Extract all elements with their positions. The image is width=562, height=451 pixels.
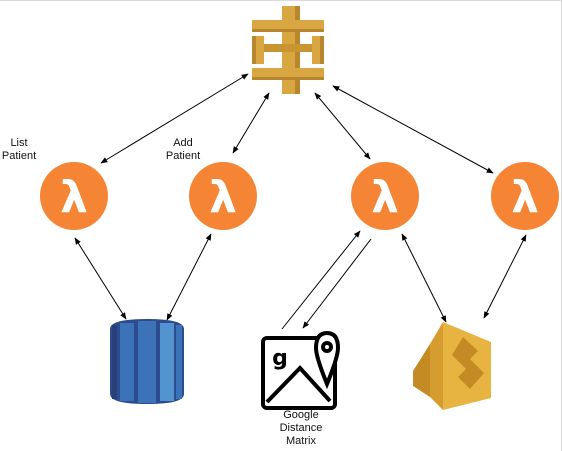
label-line: Add <box>173 137 193 149</box>
label-list-patient: List Patient <box>0 137 38 163</box>
label-google-distance-matrix: Google Distance Matrix <box>262 409 340 448</box>
lambda-glyph: λ <box>371 172 399 223</box>
lambda-icon: λ <box>189 162 257 230</box>
label-line: Matrix <box>286 435 316 447</box>
edges <box>74 73 527 330</box>
google-maps-icon <box>261 330 341 410</box>
lambda-glyph: λ <box>511 172 539 223</box>
lambda-icon: λ <box>351 162 419 230</box>
lambda-icon: λ <box>40 162 108 230</box>
edge-api-to-beanstalk-lambda <box>332 85 494 174</box>
edge-maps-lambda-to-maps <box>302 238 372 329</box>
api-gateway-icon <box>252 6 324 94</box>
edge-api-to-add-lambda <box>232 92 270 154</box>
lambda-glyph: λ <box>209 172 237 223</box>
label-line: Patient <box>1 150 37 162</box>
elastic-beanstalk-icon <box>413 322 491 410</box>
edge-api-to-list-lambda <box>100 73 249 164</box>
edge-maps-to-maps-lambda <box>281 230 361 330</box>
label-line: Distance <box>279 422 323 434</box>
label-line: Google <box>283 409 319 421</box>
edge-maps-lambda-to-beanstalk <box>401 233 447 323</box>
google-g-glyph: g <box>272 346 288 371</box>
lambda-glyph: λ <box>60 172 88 223</box>
label-line: Patient <box>165 150 201 162</box>
rds-database-icon <box>110 319 184 404</box>
edge-list-lambda-to-rds <box>74 237 127 320</box>
edge-api-to-maps-lambda <box>314 92 371 160</box>
edge-add-lambda-to-rds <box>166 233 212 321</box>
label-line: List <box>10 137 28 149</box>
label-add-patient: Add Patient <box>160 137 206 163</box>
edge-beanstalk-lambda-to-beanstalk <box>483 234 527 319</box>
lambda-icon: λ <box>491 162 559 230</box>
